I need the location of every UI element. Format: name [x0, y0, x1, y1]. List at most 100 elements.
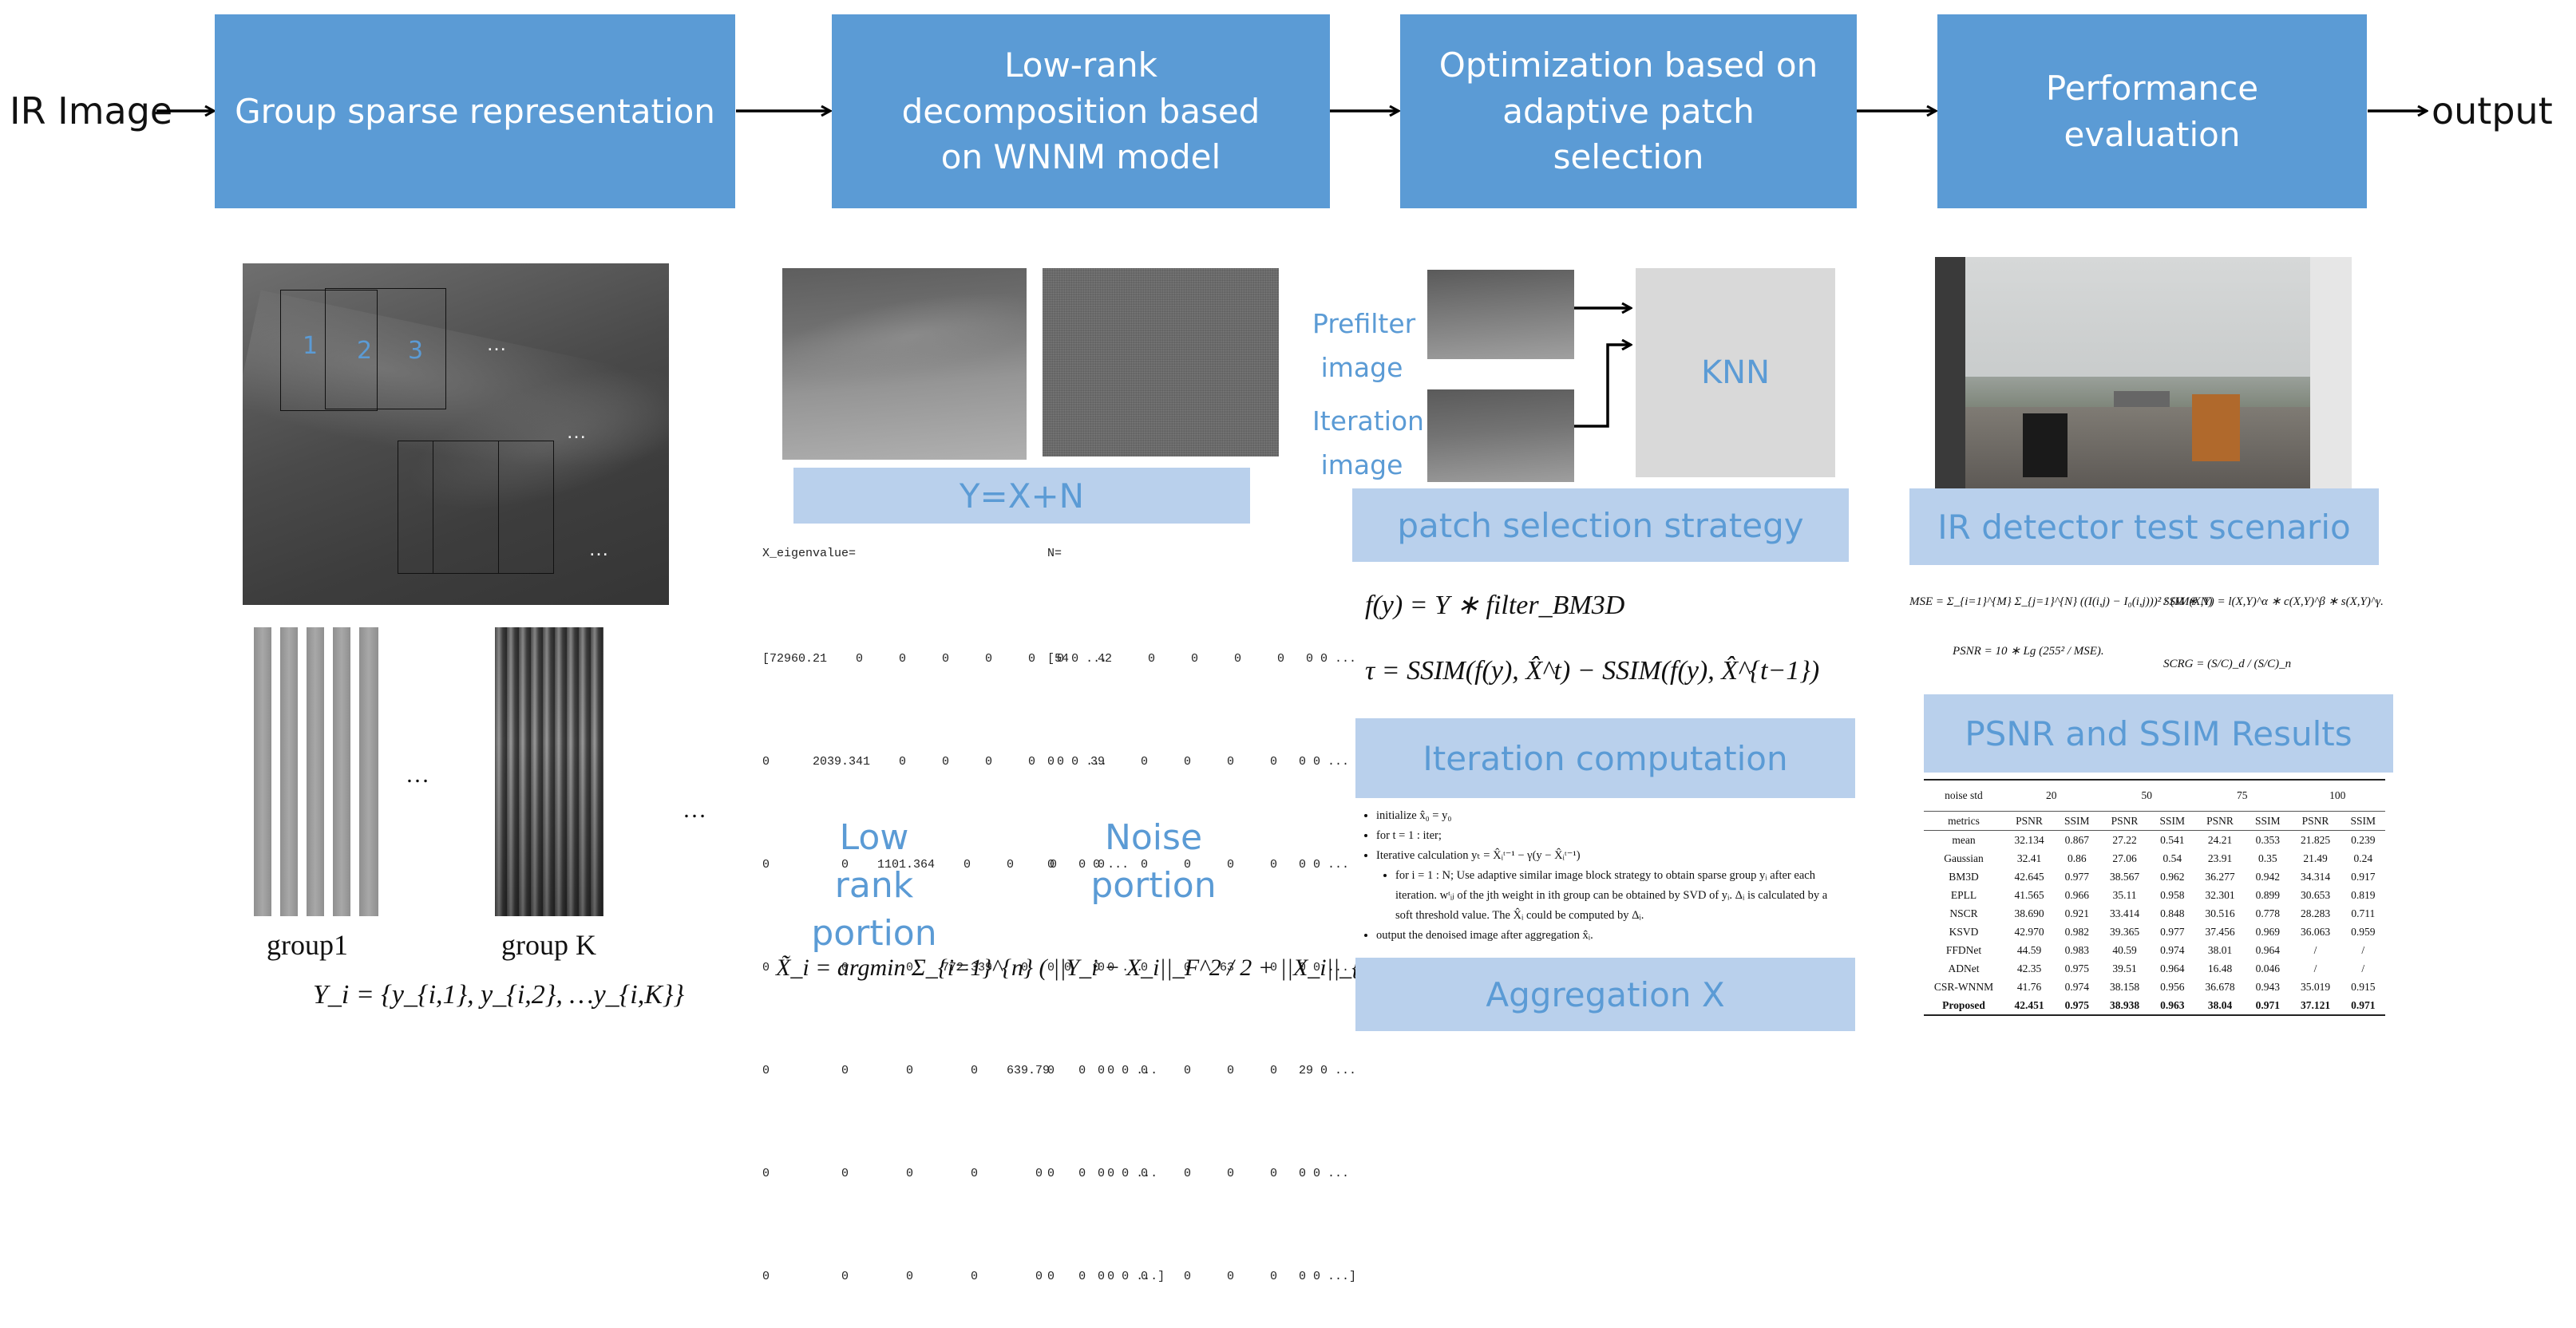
- iteration-label: Iteration image: [1312, 405, 1424, 480]
- step-evaluation: Performance evaluation: [1937, 14, 2367, 208]
- x-matrix-row: 0 2039.341 0 0 0 0 0 0 ...: [762, 755, 1108, 769]
- group1-label: group1: [267, 929, 348, 961]
- table-method-cell: Gaussian: [1944, 852, 1984, 864]
- table-value-cell: 0.942: [2255, 870, 2280, 883]
- table-value-cell: 40.59: [2112, 943, 2137, 956]
- table-value-cell: 41.76: [2016, 980, 2042, 993]
- psnr-ssim-results-box: PSNR and SSIM Results: [1924, 694, 2393, 773]
- table-value-cell: 0.971: [2246, 996, 2290, 1016]
- table-value-cell: 42.970: [2014, 925, 2044, 938]
- table-value-cell: 37.121: [2289, 996, 2341, 1016]
- group-formula: Y_i = {y_{i,1}, y_{i,2}, …y_{i,K}}: [313, 980, 684, 1010]
- group1-patches: [254, 627, 382, 916]
- table-value-cell: 0.353: [2255, 833, 2280, 846]
- table-level-header: 75: [2194, 779, 2290, 812]
- table-method-cell: mean: [1952, 833, 1976, 846]
- patch-number-2: 2: [357, 337, 373, 365]
- table-subheader-cell: SSIM: [2150, 811, 2194, 831]
- table-method-cell: BM3D: [1949, 870, 1979, 883]
- table-value-cell: 38.938: [2099, 996, 2151, 1016]
- table-value-cell: 32.41: [2016, 852, 2042, 864]
- table-value-cell: 21.49: [2303, 852, 2328, 864]
- ellipsis-1: …: [486, 331, 507, 355]
- table-value-cell: 0.975: [2064, 962, 2089, 974]
- table-value-cell: 38.01: [2207, 943, 2233, 956]
- table-value-cell: 0.963: [2150, 996, 2194, 1016]
- ellipsis-after-groups: …: [683, 796, 706, 823]
- algorithm-step: initialize x̂₀ = y₀: [1376, 806, 1833, 826]
- table-subheader-cell: PSNR: [2004, 811, 2056, 831]
- table-value-cell: /: [2313, 943, 2317, 956]
- ellipsis-3: …: [588, 536, 609, 560]
- table-value-cell: 24.21: [2207, 833, 2233, 846]
- table-value-cell: /: [2313, 962, 2317, 974]
- table-subheader-cell: SSIM: [2246, 811, 2290, 831]
- table-header-row: noise std 20 50 75 100: [1924, 779, 2385, 812]
- table-value-cell: 0.899: [2255, 888, 2280, 901]
- step-low-rank: Low-rank decomposition based on WNNM mod…: [832, 14, 1330, 208]
- n-matrix-row: 0 0 0 0 0 0 0 0 ...]: [1047, 1270, 1357, 1283]
- equation-box: Y=X+N: [793, 468, 1250, 524]
- table-subheader-cell: PSNR: [2289, 811, 2341, 831]
- ellipsis-2: …: [566, 419, 587, 443]
- table-value-cell: 0.778: [2255, 907, 2280, 919]
- table-value-cell: 33.414: [2109, 907, 2140, 919]
- table-subheader-row: metrics PSNR SSIM PSNR SSIM PSNR SSIM PS…: [1924, 811, 2385, 831]
- table-value-cell: 0.915: [2351, 980, 2376, 993]
- table-value-cell: 0.867: [2064, 833, 2089, 846]
- table-value-cell: 0.046: [2255, 962, 2280, 974]
- table-value-cell: 0.964: [2255, 943, 2280, 956]
- table-value-cell: /: [2361, 943, 2365, 956]
- table-value-cell: 0.974: [2064, 980, 2089, 993]
- table-subheader-cell: PSNR: [2099, 811, 2151, 831]
- table-value-cell: 23.91: [2207, 852, 2233, 864]
- table-value-cell: 34.314: [2300, 870, 2331, 883]
- n-matrix-row: 0 39 0 0 0 0 0 0 ...: [1047, 755, 1350, 769]
- x-matrix-title: X_eigenvalue=: [762, 547, 857, 560]
- table-value-cell: 42.451: [2004, 996, 2056, 1016]
- noise-image: [1043, 268, 1279, 457]
- table-value-cell: 0.971: [2341, 996, 2385, 1016]
- table-value-cell: 36.063: [2300, 925, 2331, 938]
- table-value-cell: 37.456: [2205, 925, 2235, 938]
- table-value-cell: 0.982: [2064, 925, 2089, 938]
- table-value-cell: 27.06: [2112, 852, 2137, 864]
- table-value-cell: 36.277: [2205, 870, 2235, 883]
- table-value-cell: 0.541: [2160, 833, 2185, 846]
- table-value-cell: 0.943: [2255, 980, 2280, 993]
- formula-mse: MSE = Σ_{i=1}^{M} Σ_{j=1}^{N} ((I(i,j) −…: [1909, 595, 2213, 608]
- algorithm-step: output the denoised image after aggregat…: [1376, 926, 1833, 946]
- table-value-cell: 0.956: [2160, 980, 2185, 993]
- x-matrix-row: 0 0 0 772.339 0 0 0 0 ...: [762, 961, 1144, 974]
- n-matrix-row: [54 42 0 0 0 0 0 0 ...: [1047, 652, 1357, 666]
- ir-input-image: 1 2 3 … … …: [243, 263, 669, 605]
- prefilter-label: Prefilter image: [1312, 308, 1416, 383]
- iteration-image: [1427, 389, 1574, 482]
- table-value-cell: 38.04: [2194, 996, 2246, 1016]
- table-value-cell: 0.917: [2351, 870, 2376, 883]
- patch-selection-box: patch selection strategy: [1352, 488, 1849, 562]
- knn-label: KNN: [1700, 354, 1771, 391]
- table-value-cell: 0.819: [2351, 888, 2376, 901]
- table-value-cell: 0.35: [2257, 852, 2277, 864]
- n-matrix-row: 0 0 0 0 0 0 0 0 ...: [1047, 1167, 1350, 1180]
- patch-number-3: 3: [408, 337, 424, 365]
- table-value-cell: /: [2361, 962, 2365, 974]
- table-value-cell: 0.54: [2162, 852, 2182, 864]
- n-matrix-row: 0 0 0 0 0 0 0 0 ...: [1047, 858, 1350, 872]
- table-value-cell: 0.966: [2064, 888, 2089, 901]
- x-matrix-row: 0 0 1101.364 0 0 0 0 0 ...: [762, 858, 1130, 872]
- table-method-cell: ADNet: [1948, 962, 1980, 974]
- table-value-cell: 38.690: [2014, 907, 2044, 919]
- table-value-cell: 36.678: [2205, 980, 2235, 993]
- aggregation-box: Aggregation X: [1355, 958, 1855, 1031]
- table-value-cell: 32.301: [2205, 888, 2235, 901]
- table-value-cell: 27.22: [2112, 833, 2137, 846]
- table-method-cell: CSR-WNNM: [1933, 980, 1994, 993]
- noise-portion-label: Noise portion: [1090, 817, 1217, 906]
